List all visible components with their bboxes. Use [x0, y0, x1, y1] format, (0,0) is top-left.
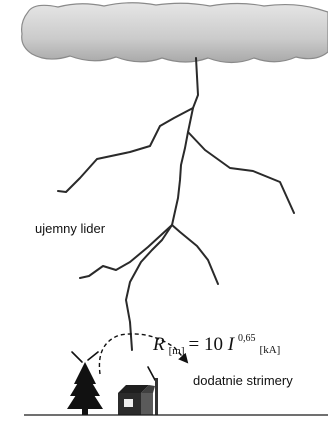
formula-r-symbol: R: [152, 334, 165, 355]
formula-r-subscript: [m]: [169, 345, 185, 357]
streamers-label: dodatnie strimery: [193, 373, 293, 388]
formula-current-symbol: I: [227, 334, 236, 355]
stepped-leader: [58, 58, 294, 350]
leader-label: ujemny lider: [35, 221, 106, 236]
striking-distance-formula: R [m] = 10 I 0,65 [kA]: [152, 328, 280, 358]
formula-current-subscript: [kA]: [260, 344, 281, 356]
formula-exponent: 0,65: [238, 333, 256, 344]
house-icon: [118, 378, 158, 415]
thundercloud: [22, 3, 328, 63]
tree-icon: [67, 362, 103, 415]
formula-equals-coefficient: = 10: [189, 334, 228, 355]
